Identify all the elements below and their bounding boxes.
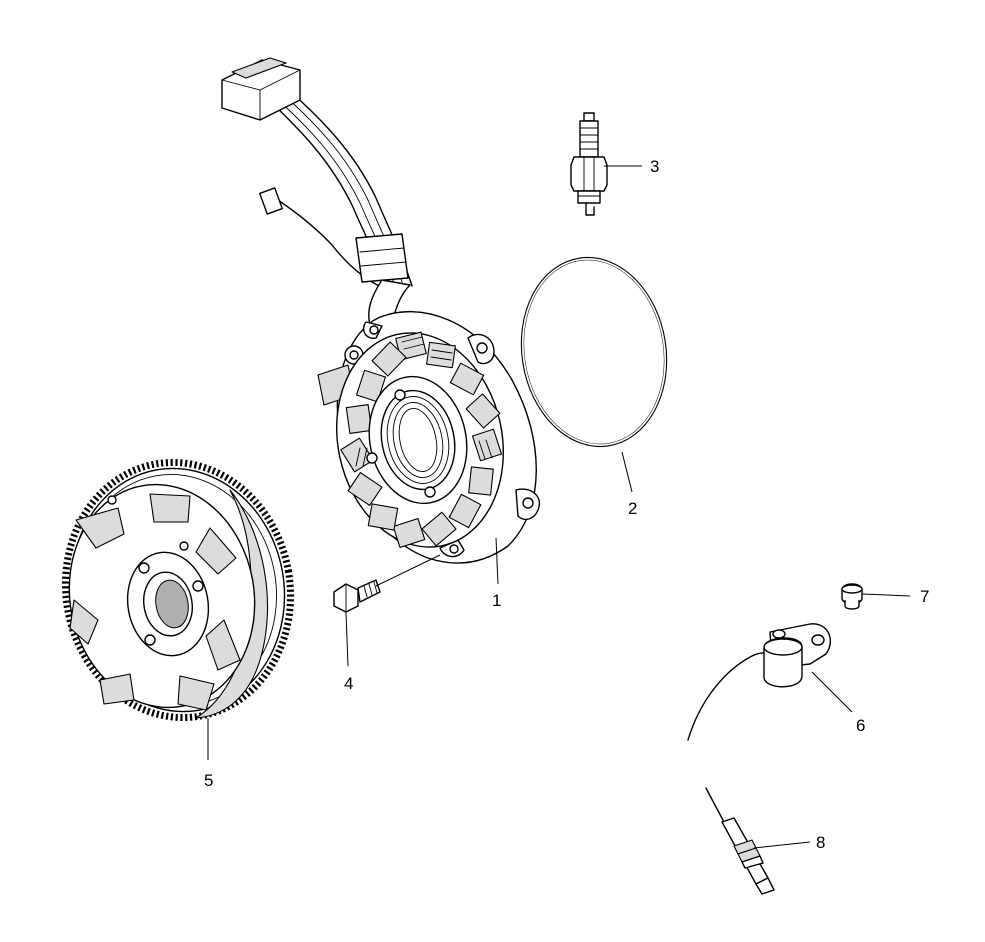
callout-5: 5 [204, 771, 213, 790]
stator [221, 57, 541, 564]
spark-plug [570, 112, 608, 216]
pickup-coil [687, 623, 831, 741]
callout-8: 8 [816, 833, 825, 852]
leader-lines [207, 165, 911, 849]
callout-4: 4 [344, 674, 353, 693]
callout-6: 6 [856, 716, 865, 735]
screw-7 [841, 583, 863, 610]
callout-1: 1 [492, 591, 501, 610]
sensor [705, 787, 775, 895]
callout-2: 2 [628, 499, 637, 518]
flywheel [61, 458, 295, 722]
callouts: 3 2 1 4 5 7 6 8 [204, 157, 929, 852]
callout-7: 7 [920, 587, 929, 606]
screw-4 [333, 579, 381, 613]
gasket [520, 256, 668, 448]
callout-3: 3 [650, 157, 659, 176]
